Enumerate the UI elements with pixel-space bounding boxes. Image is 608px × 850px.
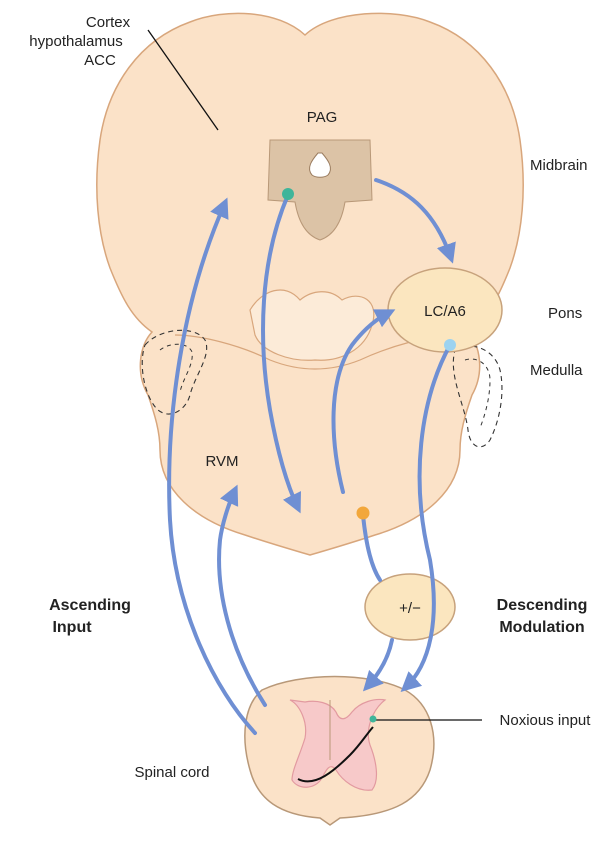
ascending-label-line2: Input xyxy=(52,619,92,636)
descending-label-line1: Descending xyxy=(497,597,588,614)
medulla-label: Medulla xyxy=(530,362,583,379)
cortex-label-line3: ACC xyxy=(84,52,116,69)
pons-label: Pons xyxy=(548,305,582,322)
modulator-to-spinal-pathway xyxy=(367,640,392,687)
midbrain-label: Midbrain xyxy=(530,157,588,174)
cortex-label-line2: hypothalamus xyxy=(29,33,122,50)
pag-label: PAG xyxy=(307,109,338,126)
descending-label-line2: Modulation xyxy=(499,619,584,636)
spinal-cord-label: Spinal cord xyxy=(134,764,209,781)
lc-neuron-node xyxy=(444,339,456,351)
rvm-label: RVM xyxy=(205,453,238,470)
pag-neuron-node xyxy=(282,188,294,200)
cortex-label-line1: Cortex xyxy=(86,14,131,31)
ascending-label-line1: Ascending xyxy=(49,597,131,614)
dorsal-horn-node xyxy=(370,716,377,723)
noxious-input-label: Noxious input xyxy=(500,712,592,729)
lc-a6-label: LC/A6 xyxy=(424,303,466,320)
rvm-neuron-node xyxy=(357,507,370,520)
pons-contour xyxy=(250,290,374,360)
modulator-label: +/− xyxy=(399,600,421,617)
